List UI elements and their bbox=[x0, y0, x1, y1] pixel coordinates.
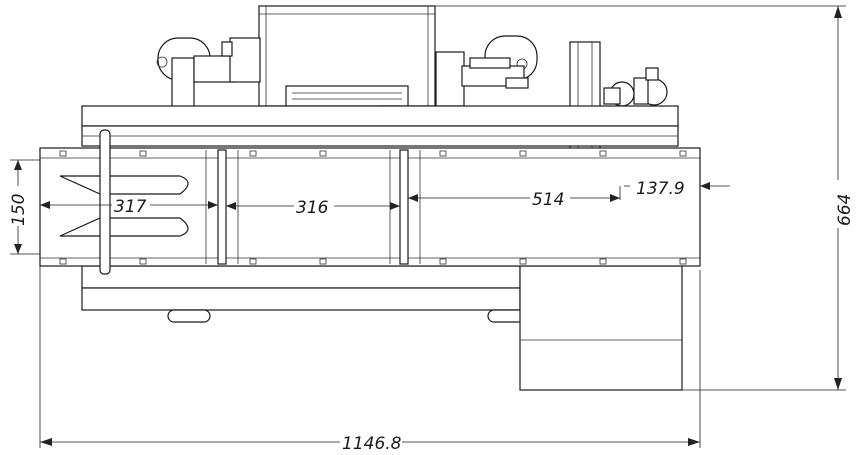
dimension-overall-height: 664 bbox=[435, 5, 855, 391]
lower-frame bbox=[81, 265, 531, 323]
left-upper-wheel bbox=[156, 37, 261, 109]
guide-slots bbox=[59, 129, 189, 275]
dimension-belt-width: 150 bbox=[9, 159, 40, 255]
section-3-label: 514 bbox=[532, 190, 564, 210]
dimension-section-3: 514 bbox=[408, 186, 621, 210]
overall-length-label: 1146.8 bbox=[342, 434, 402, 454]
right-upper-wheel bbox=[435, 35, 538, 107]
upper-frame bbox=[81, 105, 679, 147]
control-cabinet bbox=[519, 265, 683, 391]
belt-width-label: 150 bbox=[9, 194, 29, 226]
dimension-section-2: 316 bbox=[226, 198, 400, 218]
offset-label: 137.9 bbox=[636, 179, 685, 199]
dimension-offset: 137.9 bbox=[624, 179, 730, 199]
overall-height-label: 664 bbox=[835, 194, 855, 226]
dimension-overall-length: 1146.8 bbox=[39, 266, 701, 454]
motor-housing bbox=[258, 5, 436, 119]
section-1-label: 317 bbox=[114, 197, 147, 217]
valve-assembly bbox=[603, 67, 668, 107]
conveyor-belt bbox=[39, 147, 701, 267]
section-2-label: 316 bbox=[296, 198, 329, 218]
dimension-section-1: 317 bbox=[40, 197, 218, 217]
